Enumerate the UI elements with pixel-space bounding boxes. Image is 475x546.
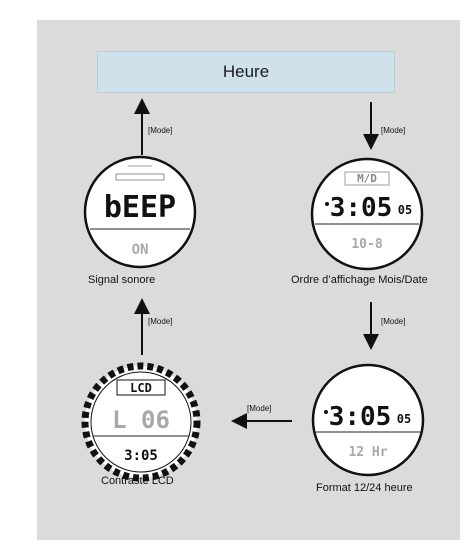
caption-beep: Signal sonore — [88, 274, 156, 286]
watch-lcd: LCD L 06 3:05 — [81, 362, 201, 482]
watch-md: M/D 3:05 05 10-8 — [310, 157, 424, 271]
mode-label-4: [Mode] — [148, 317, 173, 326]
title-text: Heure — [222, 62, 270, 81]
caption-lcd: Contraste LCD — [101, 475, 174, 487]
watch-format-sub: 12 Hr — [348, 445, 387, 460]
watch-md-sub: 10-8 — [351, 237, 382, 252]
mode-label-1: [Mode] — [148, 126, 173, 135]
watch-lcd-main: L 06 — [112, 406, 170, 434]
mode-label-3: [Mode] — [381, 317, 406, 326]
watch-md-top: M/D — [357, 172, 377, 185]
caption-md: Ordre d’affichage Mois/Date — [291, 274, 428, 286]
watch-format-sec: 05 — [397, 412, 411, 426]
watch-lcd-top: LCD — [130, 381, 152, 395]
watch-format: 3:05 05 12 Hr — [311, 363, 425, 477]
watch-beep-main: bEEP — [104, 190, 176, 225]
title-box: Heure — [97, 51, 395, 93]
caption-format: Format 12/24 heure — [316, 482, 413, 494]
watch-format-main: 3:05 — [329, 402, 392, 432]
watch-lcd-sub: 3:05 — [124, 448, 158, 464]
watch-beep-sub: ON — [132, 242, 149, 258]
mode-label-2: [Mode] — [381, 126, 406, 135]
mode-label-5: [Mode] — [247, 404, 272, 413]
watch-md-main: 3:05 — [330, 193, 393, 223]
watch-md-sec: 05 — [398, 203, 412, 217]
watch-beep: bEEP ON — [83, 155, 197, 269]
